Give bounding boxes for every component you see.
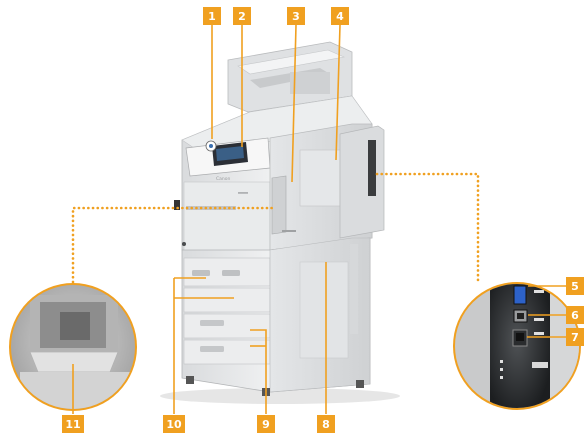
callout-8: 8	[317, 415, 335, 433]
svg-text:9: 9	[262, 418, 270, 431]
drawer-handle	[192, 270, 210, 276]
caster	[186, 376, 194, 384]
callout-6: 6	[566, 306, 584, 324]
usb-port-icon	[513, 285, 527, 305]
svg-text:5: 5	[571, 280, 579, 293]
left-detail-circle	[9, 283, 137, 411]
svg-text:6: 6	[571, 309, 579, 322]
svg-text:11: 11	[65, 418, 80, 431]
callout-9: 9	[257, 415, 275, 433]
brand-logo: Canon	[216, 176, 231, 182]
callout-3: 3	[287, 7, 305, 25]
document-feeder	[227, 41, 353, 113]
callout-7: 7	[566, 328, 584, 346]
svg-text:10: 10	[166, 418, 182, 431]
callout-leader-lines	[72, 24, 566, 414]
right-detail-circle	[453, 282, 581, 410]
caster	[356, 380, 364, 388]
svg-text:4: 4	[336, 10, 344, 23]
paper-drawers	[182, 242, 271, 365]
floor-shadow	[160, 388, 400, 404]
callout-10: 10	[163, 415, 185, 433]
control-panel	[185, 137, 271, 177]
callout-4: 4	[331, 7, 349, 25]
callout-1: 1	[203, 7, 221, 25]
manual-feed-tray	[271, 175, 287, 235]
svg-text:3: 3	[292, 10, 300, 23]
callout-5: 5	[566, 277, 584, 295]
callout-2: 2	[233, 7, 251, 25]
printer: Canon	[160, 41, 400, 404]
drawer-handle	[200, 346, 224, 352]
drawer-handle	[222, 270, 240, 276]
finisher-unit	[339, 125, 385, 239]
svg-text:8: 8	[322, 418, 330, 431]
detail-connector-lines	[71, 172, 480, 284]
callout-11: 11	[62, 415, 84, 433]
svg-text:2: 2	[238, 10, 246, 23]
svg-text:1: 1	[208, 10, 216, 23]
svg-text:7: 7	[571, 331, 579, 344]
drawer-handle	[200, 320, 224, 326]
